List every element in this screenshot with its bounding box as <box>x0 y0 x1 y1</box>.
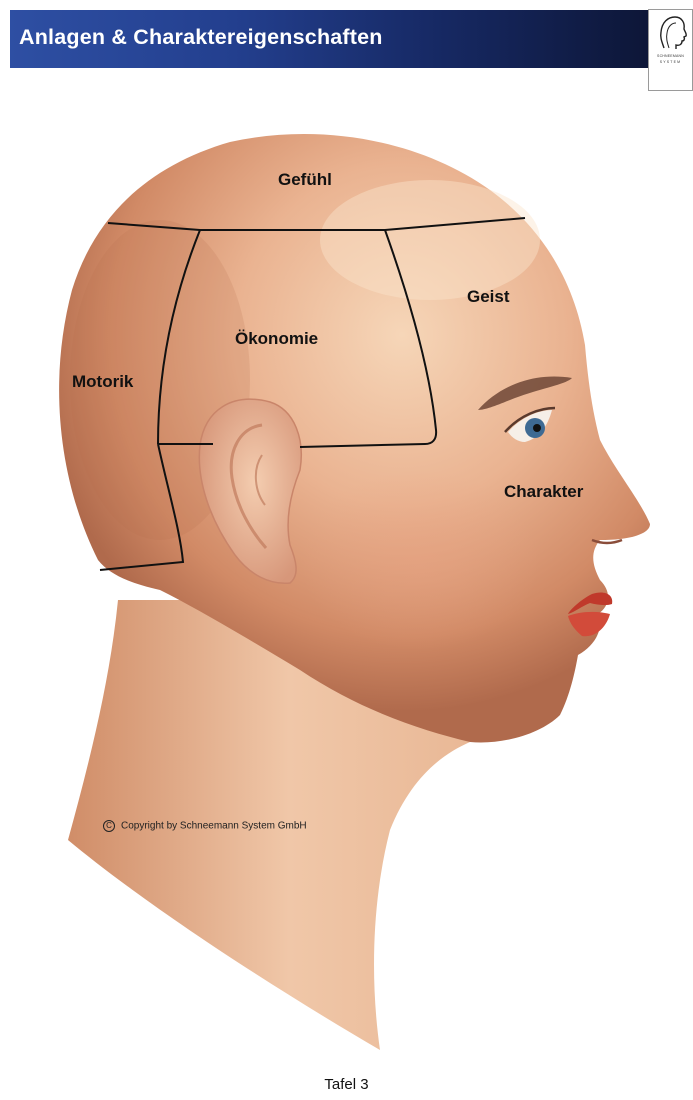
copyright-text: Copyright by Schneemann System GmbH <box>121 821 307 832</box>
copyright-notice: C Copyright by Schneemann System GmbH <box>103 820 307 832</box>
region-label-motorik: Motorik <box>72 372 133 392</box>
region-label-geist: Geist <box>467 287 510 307</box>
copyright-icon: C <box>103 820 115 832</box>
plate-label: Tafel 3 <box>0 1076 693 1093</box>
region-label-gefuehl: Gefühl <box>278 170 332 190</box>
region-label-charakter: Charakter <box>504 482 583 502</box>
region-label-oekonomie: Ökonomie <box>235 329 318 349</box>
